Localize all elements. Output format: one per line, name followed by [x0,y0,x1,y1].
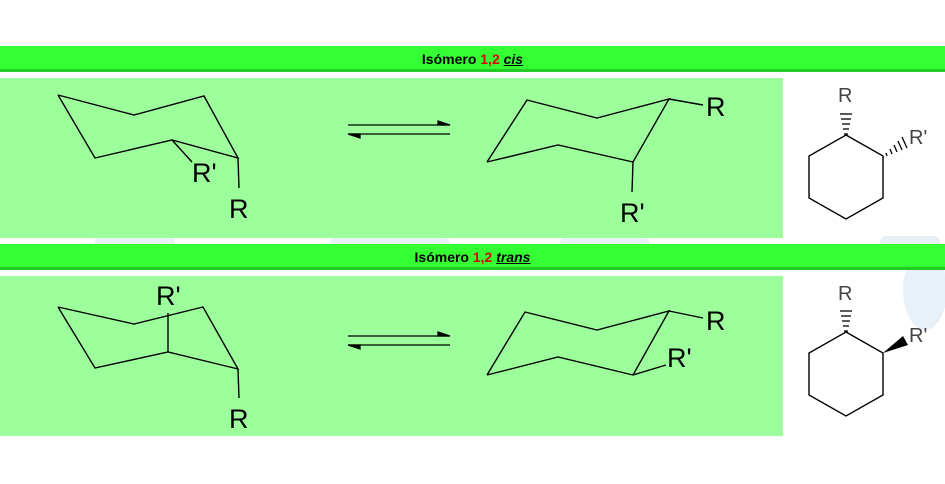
header-cis-prefix: Isómero [421,51,481,67]
trans-chair-left [57,306,240,399]
header-cis-type: cis [503,51,524,67]
panel-cis-chairs [0,78,783,238]
trans-skeletal-r-label: R [838,283,852,305]
cis-skeletal-r2-label: R' [909,127,927,149]
trans-skeletal-r2-label: R' [909,325,927,347]
cis-chair-right [486,97,704,193]
cis-skeletal-structure [808,134,884,220]
cis-left-r-label: R [229,194,249,224]
header-cis-number: 1,2 [480,51,500,67]
cis-right-r-label: R [706,92,726,122]
trans-left-r-label: R [229,404,249,434]
trans-solid-wedge-r2 [883,336,908,353]
cis-hashed-wedge-r2 [885,136,908,157]
header-trans-prefix: Isómero [414,249,473,265]
cis-skeletal-r-label: R [838,85,852,107]
header-trans-number: 1,2 [472,249,493,265]
trans-equilibrium-arrows [347,331,451,350]
trans-right-r2-label: R' [667,343,692,373]
trans-right-r-label: R [706,306,726,336]
trans-left-r2-label: R' [156,281,181,311]
trans-chair-right [486,309,704,376]
header-trans-isomer: Isómero 1,2 trans [0,244,945,270]
cis-chair-left [57,94,240,189]
cis-right-r2-label: R' [620,198,645,228]
header-cis-isomer: Isómero 1,2 cis [0,46,945,72]
trans-skeletal-structure [808,331,884,417]
cis-left-r2-label: R' [192,158,217,188]
header-trans-type: trans [496,249,531,265]
trans-hashed-wedge-r [840,310,852,332]
cis-hashed-wedge-r [840,113,852,135]
panel-trans-chairs [0,276,783,436]
cis-equilibrium-arrows [347,120,451,139]
